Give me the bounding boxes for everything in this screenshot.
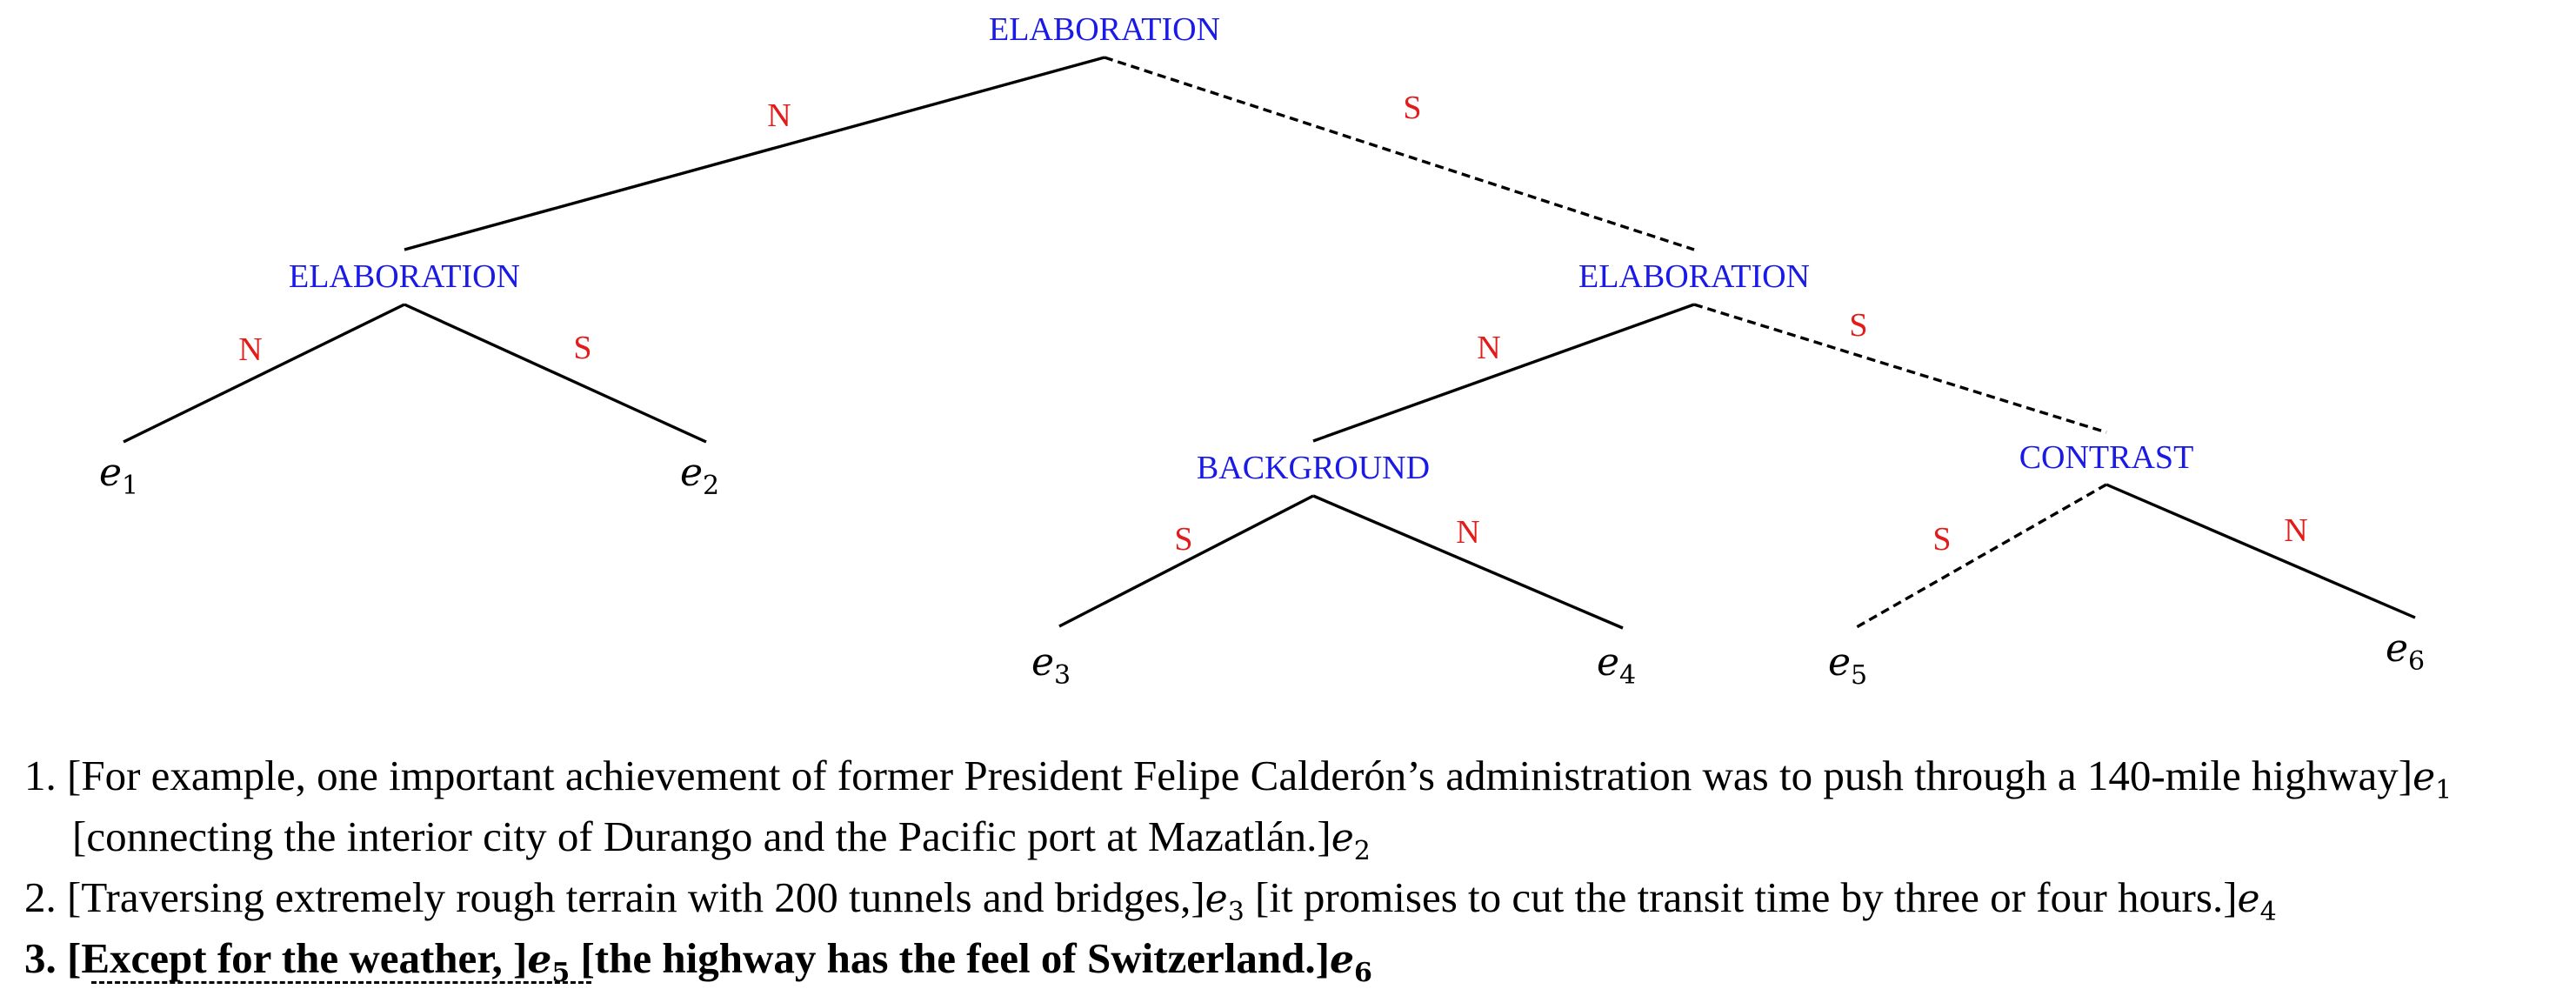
edu-marker: e4 [2237,877,2277,927]
edu-marker: e6 [1330,938,1372,988]
edge-root-right [1104,56,1695,251]
edge-root-left [404,56,1105,251]
segment-text: [it promises to cut the transit time by … [1244,873,2238,921]
dashed-underline [91,981,591,984]
edge-contrast-e6 [2106,483,2416,619]
segment-text: [Traversing extremely rough terrain with… [67,873,1205,921]
example-list: 1. [For example, one important achieveme… [24,746,2564,990]
edge-left-e1 [123,303,405,444]
nuclearity-root-right: S [1403,90,1421,126]
leaf-e4: e4 [1597,640,1636,691]
edu-marker: e1 [2412,755,2453,805]
relation-left: ELABORATION [289,258,520,295]
leaf-e6: e6 [2386,626,2425,677]
relation-root: ELABORATION [989,11,1220,48]
example-1-line-2: [connecting the interior city of Durango… [24,807,2564,868]
nuclearity-contrast-right: N [2284,512,2307,549]
leaf-e5: e5 [1828,640,1867,691]
edge-right-background [1312,303,1695,443]
nuclearity-left-left: N [238,331,262,368]
edge-background-e4 [1312,494,1624,630]
leaf-e3: e3 [1031,640,1071,691]
edu-marker: e5 [527,938,571,988]
edge-background-e3 [1058,494,1314,628]
relation-contrast: CONTRAST [2019,439,2194,476]
edu-marker: e3 [1205,877,1245,927]
nuclearity-root-left: N [767,97,791,134]
nuclearity-contrast-left: S [1932,521,1951,558]
example-3-line-1: 3. [Except for the weather, ]e5 [the hig… [24,929,2564,990]
edge-contrast-e5 [1854,483,2107,630]
example-1-line-1: 1. [For example, one important achieveme… [24,746,2564,807]
edu-marker: e2 [1331,816,1371,866]
segment-text: [the highway has the feel of Switzerland… [570,934,1330,982]
example-2-line-1: 2. [Traversing extremely rough terrain w… [24,868,2564,929]
segment-text: [Except for the weather, ] [67,934,528,982]
edge-right-contrast [1693,303,2107,434]
edge-left-e2 [404,303,707,444]
rst-tree-diagram: ELABORATION ELABORATION ELABORATION BACK… [99,11,2425,691]
nuclearity-background-right: N [1456,514,1479,551]
leaf-e2: e2 [680,451,719,501]
example-number: 2. [24,873,67,921]
segment-text: [connecting the interior city of Durango… [72,812,1331,860]
relation-background: BACKGROUND [1197,450,1430,486]
nuclearity-left-right: S [573,330,591,366]
example-number: 3. [24,934,67,982]
nuclearity-right-left: N [1477,330,1500,366]
segment-text: [For example, one important achievement … [67,752,2413,799]
leaf-e1: e1 [99,451,138,501]
relation-right: ELABORATION [1578,258,1810,295]
example-number: 1. [24,752,67,799]
nuclearity-right-right: S [1849,307,1867,344]
nuclearity-background-left: S [1174,521,1192,558]
